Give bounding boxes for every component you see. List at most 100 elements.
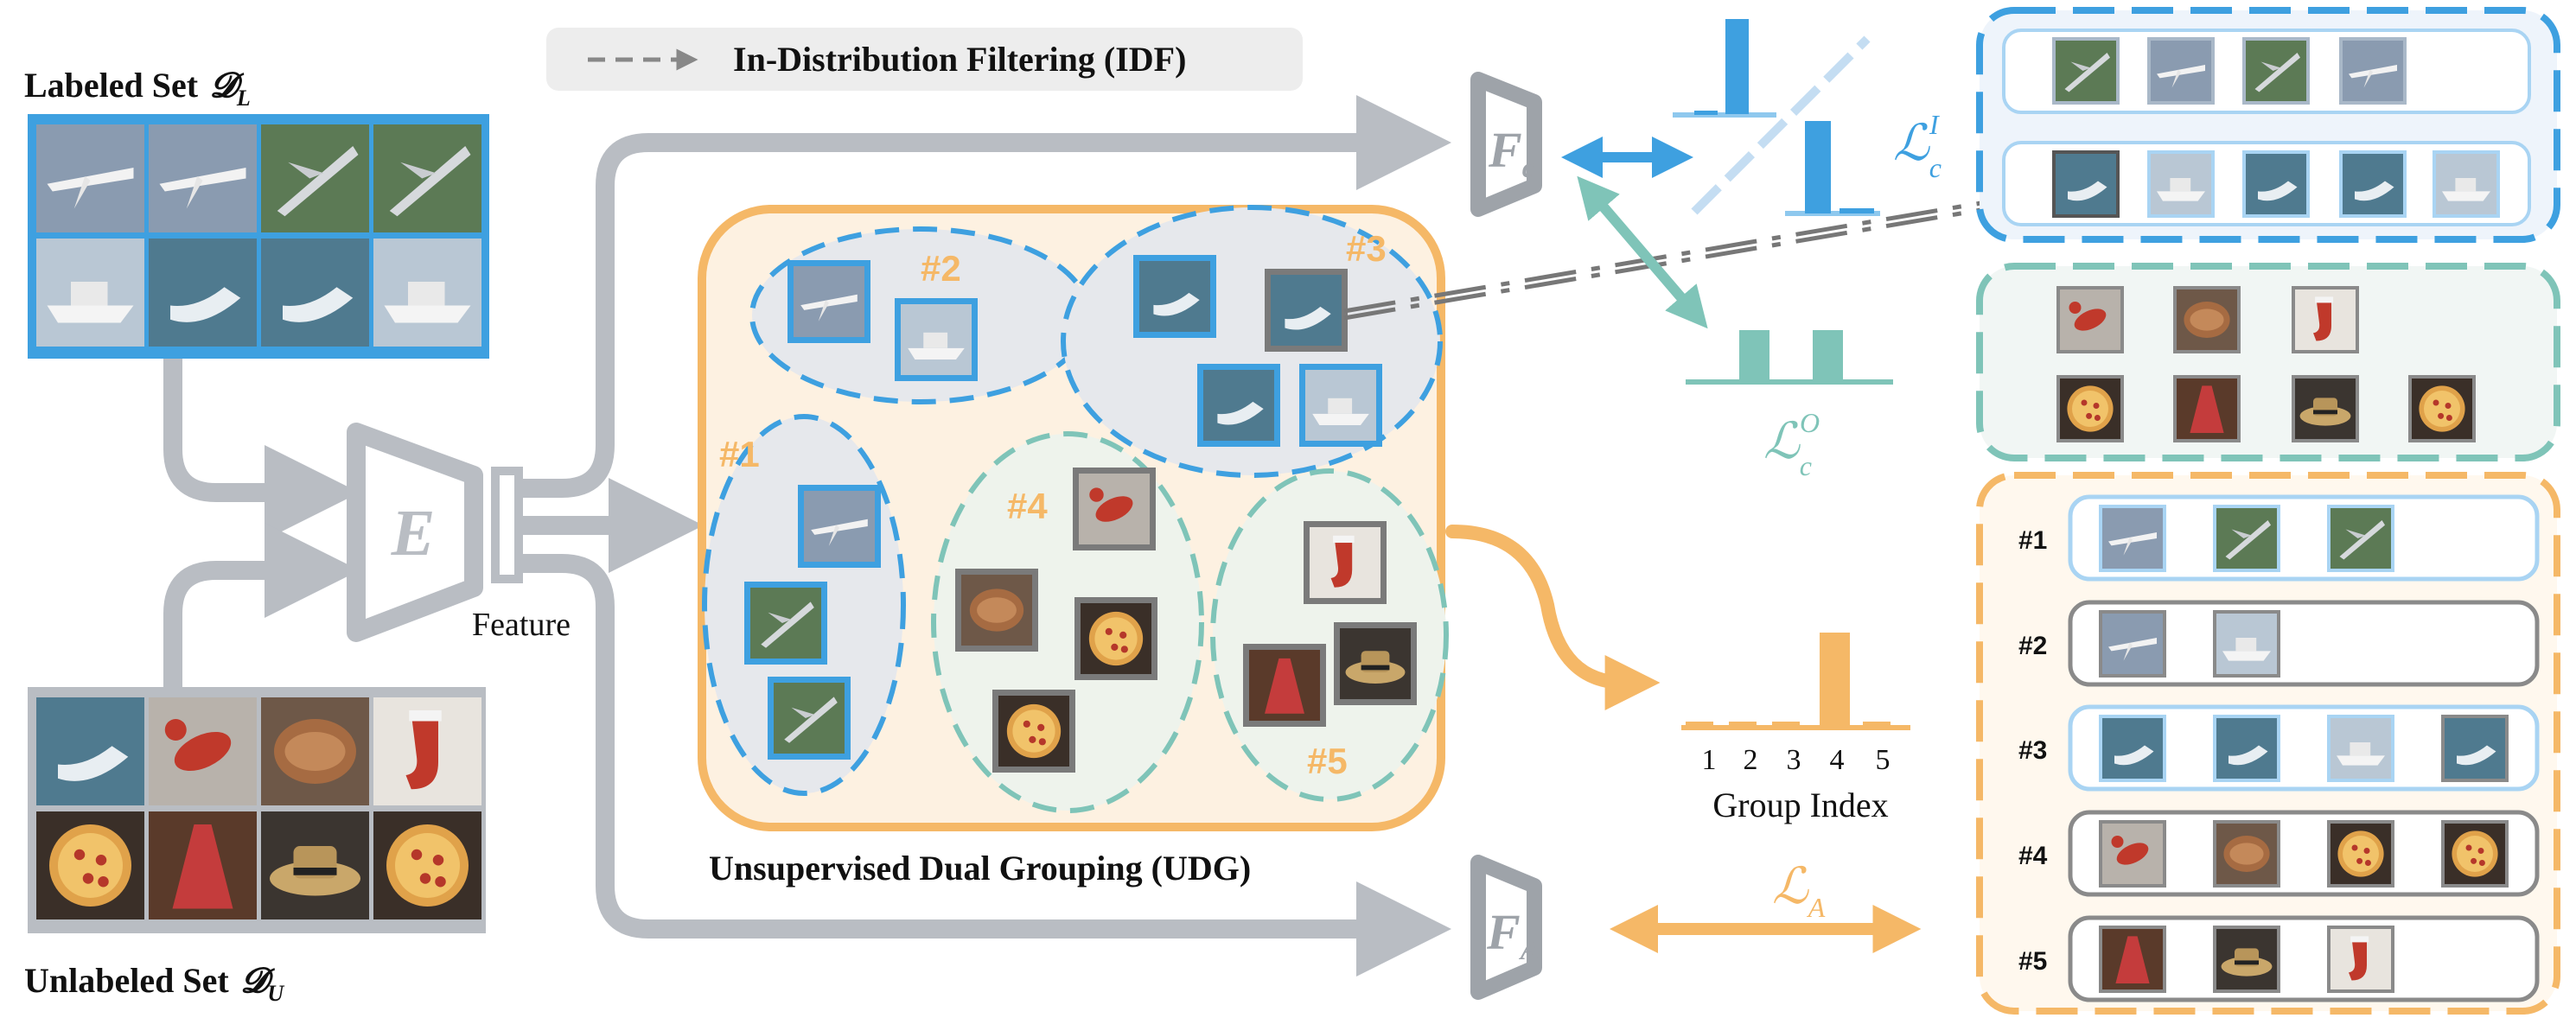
encoder-label: E — [391, 497, 436, 569]
loss-lc-o: ℒcO — [1763, 407, 1820, 481]
ood-bar-2 — [1813, 330, 1843, 382]
unlabeled-to-encoder-arrow — [163, 523, 360, 697]
jet-image — [373, 124, 481, 232]
feature-to-fc-arrow — [509, 95, 1451, 498]
separator-line — [1691, 35, 1871, 215]
group-tick-1: 1 — [1702, 744, 1717, 776]
loss-lc-i: ℒcI — [1893, 109, 1942, 183]
group-histogram: 1 2 3 4 5 Group Index ℒA — [1445, 525, 1922, 953]
pizza-image — [2408, 375, 2476, 442]
group-row-label-1: #1 — [2018, 526, 2047, 555]
idf-dashed-connector — [1343, 187, 2065, 321]
boat-image — [2339, 150, 2407, 218]
fc-head: Fc — [1470, 72, 1542, 217]
boat-image — [149, 239, 257, 347]
ship-image — [2213, 610, 2280, 678]
group-tick-3: 3 — [1787, 744, 1801, 776]
in-distribution-panel — [1976, 7, 2560, 243]
airplane-image — [149, 124, 257, 232]
pizza-image — [1074, 597, 1157, 680]
boat-image — [1197, 364, 1280, 447]
pizza-image — [2327, 820, 2394, 888]
stocking-image — [1304, 521, 1387, 604]
pizza-image — [2441, 820, 2509, 888]
idf-legend-label: In-Distribution Filtering (IDF) — [733, 40, 1186, 79]
fc-outputs: ℒcI ℒcO — [1561, 19, 1942, 481]
idf-legend: In-Distribution Filtering (IDF) — [546, 28, 1303, 91]
lobster-image — [1073, 468, 1156, 550]
pizza-image — [992, 690, 1075, 773]
stocking-image — [373, 697, 481, 805]
pizza-image — [2056, 375, 2124, 442]
boat-image — [2213, 715, 2280, 782]
jet-image — [2213, 505, 2280, 572]
jet-image — [261, 124, 369, 232]
pizza-image — [36, 811, 144, 919]
group-row-label-2: #2 — [2018, 632, 2047, 660]
fa-head: FA — [1470, 855, 1542, 1000]
hat-image — [261, 811, 369, 919]
airplane-image — [2339, 37, 2407, 105]
group-tick-4: 4 — [1830, 744, 1845, 776]
lobster-image — [2099, 820, 2166, 888]
boat-image — [1133, 255, 1216, 338]
group-index-label: Group Index — [1712, 786, 1888, 824]
jet-image — [744, 582, 827, 665]
group-row-label-3: #3 — [2018, 736, 2047, 765]
airplane-image — [787, 260, 870, 343]
cluster-3-label: #3 — [1346, 228, 1387, 269]
bar-chart-2-bar — [1805, 121, 1831, 213]
out-of-distribution-panel — [1976, 263, 2560, 461]
ship-image — [1299, 364, 1382, 447]
airplane-image — [798, 485, 881, 568]
ship-image — [2147, 150, 2215, 218]
ood-bar-1 — [1739, 330, 1769, 382]
cluster-1-label: #1 — [719, 434, 760, 474]
fc-to-lco-arrow — [1577, 175, 1708, 329]
ship-image — [373, 239, 481, 347]
group-row-label-5: #5 — [2018, 947, 2047, 976]
bread-image — [2173, 286, 2241, 353]
svg-text:FA: FA — [1486, 904, 1540, 966]
airplane-image — [2099, 505, 2166, 572]
dress-image — [2173, 375, 2241, 442]
ship-image — [36, 239, 144, 347]
hat-image — [2213, 926, 2280, 993]
jet-image — [2327, 505, 2394, 572]
labeled-to-encoder-arrow — [163, 349, 360, 540]
bread-image — [2213, 820, 2280, 888]
boat-image — [2242, 150, 2310, 218]
bar-chart-1-bar — [1725, 19, 1749, 114]
boat-image — [261, 239, 369, 347]
group-tick-5: 5 — [1876, 744, 1891, 776]
boat-image — [2441, 715, 2509, 782]
histogram-peak-bar — [1820, 633, 1850, 728]
airplane-image — [2099, 610, 2166, 678]
udg-thumbnails — [744, 255, 1417, 773]
unlabeled-image-grid — [36, 697, 481, 919]
boat-image — [1265, 269, 1348, 352]
pizza-image — [373, 811, 481, 919]
group-tick-2: 2 — [1744, 744, 1758, 776]
ship-image — [2433, 150, 2500, 218]
airplane-image — [36, 124, 144, 232]
cluster-4-label: #4 — [1007, 486, 1048, 526]
jet-image — [2052, 37, 2120, 105]
lobster-image — [149, 697, 257, 805]
boat-image — [36, 697, 144, 805]
lobster-image — [2056, 286, 2124, 353]
labeled-image-grid — [36, 124, 481, 347]
cluster-5-label: #5 — [1307, 741, 1348, 781]
bread-image — [261, 697, 369, 805]
svg-text:Fc: Fc — [1488, 122, 1535, 184]
cluster-2-label: #2 — [921, 248, 961, 289]
feature-to-fa-arrow — [509, 554, 1451, 977]
dress-image — [2099, 926, 2166, 993]
loss-la: ℒA — [1772, 858, 1826, 923]
flow-arrows — [163, 95, 1451, 977]
dress-image — [149, 811, 257, 919]
